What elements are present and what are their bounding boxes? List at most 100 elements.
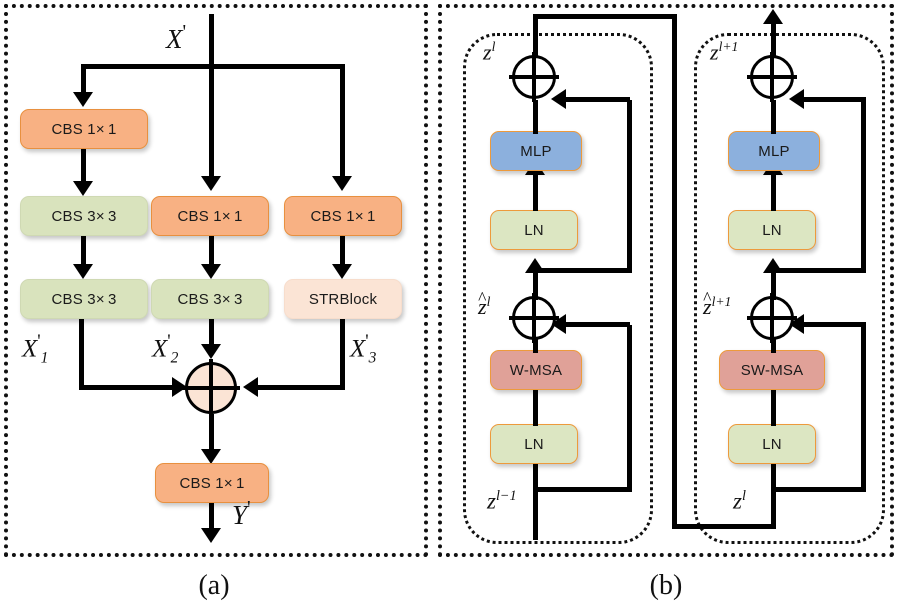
node-cbs-3x3-mid-2[interactable]: CBS 3× 3	[151, 279, 269, 319]
node-ln-wmsa-1[interactable]: LN	[490, 424, 578, 464]
left-branch-wire	[81, 64, 86, 96]
wmsa-skip2-in	[560, 97, 630, 102]
right-arrow-2	[332, 264, 352, 279]
wmsa-skip2-h	[533, 268, 632, 273]
subblock-w-msa-outline	[463, 33, 653, 544]
wmsa-sum-node-1[interactable]	[509, 293, 559, 343]
node-cbs-1x1-left-1[interactable]: CBS 1× 1	[20, 109, 148, 149]
right-merge-left-wire	[248, 385, 345, 390]
node-w-msa[interactable]: W-MSA	[490, 350, 582, 390]
node-mlp-wmsa[interactable]: MLP	[490, 131, 582, 171]
left-merge-down-wire	[79, 319, 84, 388]
node-label: CBS 1× 1	[51, 120, 117, 138]
swmsa-skip2-v	[861, 100, 866, 271]
panel-a-sum-node[interactable]	[182, 359, 240, 417]
panel-a-border	[4, 4, 428, 557]
wmsa-to-ln2-arrow	[525, 258, 545, 273]
node-label: LN	[762, 435, 782, 453]
swmsa-skip2-h	[771, 268, 866, 273]
wmsa-mlp-to-add2-wire	[533, 100, 538, 134]
swmsa-skip1-h	[771, 487, 866, 492]
label-x1-prime: X'1	[22, 331, 49, 367]
label-x3-prime: X'3	[350, 331, 377, 367]
label-z-hat-l: ^zl	[478, 288, 491, 320]
wmsa-skip1-h	[533, 487, 632, 492]
middle-branch-wire	[209, 64, 214, 180]
node-cbs-1x1-final[interactable]: CBS 1× 1	[155, 463, 269, 503]
swmsa-sum-node-1[interactable]	[747, 293, 797, 343]
node-ln-swmsa-2[interactable]: LN	[728, 210, 816, 250]
swmsa-skip1-in	[798, 322, 866, 327]
wmsa-out-up-wire	[533, 14, 538, 58]
node-label: LN	[524, 435, 544, 453]
wmsa-skip1-in	[560, 322, 630, 327]
node-cbs-3x3-left-2[interactable]: CBS 3× 3	[20, 279, 148, 319]
label-z-l-in: zl	[733, 488, 746, 514]
label-z-hat-l-plus-1: ^zl+1	[703, 288, 732, 320]
label-x2-prime: X'2	[152, 331, 179, 367]
wmsa-out-into-swmsa-wire	[672, 524, 776, 529]
node-sw-msa[interactable]: SW-MSA	[719, 350, 825, 390]
left-merge-arrow	[172, 377, 187, 397]
panel-a-input-label: X'	[166, 21, 187, 54]
left-arrow-1	[73, 181, 93, 196]
wmsa-skip2-v	[627, 100, 632, 271]
swmsa-to-ln2-arrow	[763, 258, 783, 273]
right-branch-wire	[340, 64, 345, 180]
swmsa-add1-up-wire	[771, 268, 776, 300]
node-label: CBS 1× 1	[179, 474, 245, 492]
swmsa-input-trunk	[771, 440, 776, 528]
label-z-l-plus-1-out: zl+1	[710, 39, 739, 65]
node-label: CBS 3× 3	[51, 290, 117, 308]
wmsa-add1-up-wire	[533, 268, 538, 300]
wmsa-ln2-to-mlp-wire	[533, 173, 538, 211]
swmsa-skip2-arrow	[789, 89, 804, 109]
swmsa-ln1-to-msa-wire	[771, 388, 776, 426]
swmsa-out-wire	[771, 22, 776, 58]
node-label: W-MSA	[509, 361, 563, 379]
node-strblock[interactable]: STRBlock	[284, 279, 402, 319]
node-label: LN	[762, 221, 782, 239]
left-wire-2	[81, 236, 86, 268]
final-output-wire	[209, 503, 214, 531]
node-label: STRBlock	[308, 290, 378, 308]
node-cbs-1x1-mid-1[interactable]: CBS 1× 1	[151, 196, 269, 236]
swmsa-mlp-to-add2-wire	[771, 100, 776, 134]
mid-wire-2	[209, 236, 214, 268]
wmsa-skip2-arrow	[551, 89, 566, 109]
mid-merge-wire	[209, 319, 214, 347]
middle-branch-arrow	[201, 176, 221, 191]
node-label: CBS 1× 1	[177, 207, 243, 225]
node-mlp-swmsa[interactable]: MLP	[728, 131, 820, 171]
node-label: CBS 1× 1	[310, 207, 376, 225]
wmsa-skip1-v	[627, 325, 632, 492]
panel-b-caption: (b)	[649, 570, 683, 601]
label-z-l-minus-1: zl−1	[487, 488, 517, 514]
node-cbs-1x1-right-1[interactable]: CBS 1× 1	[284, 196, 402, 236]
node-ln-wmsa-2[interactable]: LN	[490, 210, 578, 250]
right-merge-down-wire	[340, 319, 345, 388]
subblock-sw-msa-outline	[694, 33, 885, 544]
node-label: LN	[524, 221, 544, 239]
swmsa-out-arrow	[763, 9, 783, 24]
right-branch-arrow	[332, 176, 352, 191]
wmsa-out-right-wire	[533, 14, 677, 19]
left-merge-right-wire	[79, 385, 176, 390]
node-label: MLP	[520, 142, 552, 160]
final-output-arrow	[201, 528, 221, 543]
swmsa-ln2-to-mlp-wire	[771, 173, 776, 211]
panel-b-border	[438, 4, 894, 557]
node-cbs-3x3-left-1[interactable]: CBS 3× 3	[20, 196, 148, 236]
swmsa-sum-node-2[interactable]	[747, 52, 797, 102]
sum-output-arrow	[201, 449, 221, 464]
node-ln-swmsa-1[interactable]: LN	[728, 424, 816, 464]
node-label: CBS 3× 3	[51, 207, 117, 225]
node-label: SW-MSA	[740, 361, 804, 379]
wmsa-out-down-wire	[672, 14, 677, 529]
swmsa-skip1-v	[861, 325, 866, 492]
wmsa-sum-node-2[interactable]	[509, 52, 559, 102]
node-label: MLP	[758, 142, 790, 160]
right-merge-arrow	[243, 377, 258, 397]
mid-merge-arrow	[201, 344, 221, 359]
